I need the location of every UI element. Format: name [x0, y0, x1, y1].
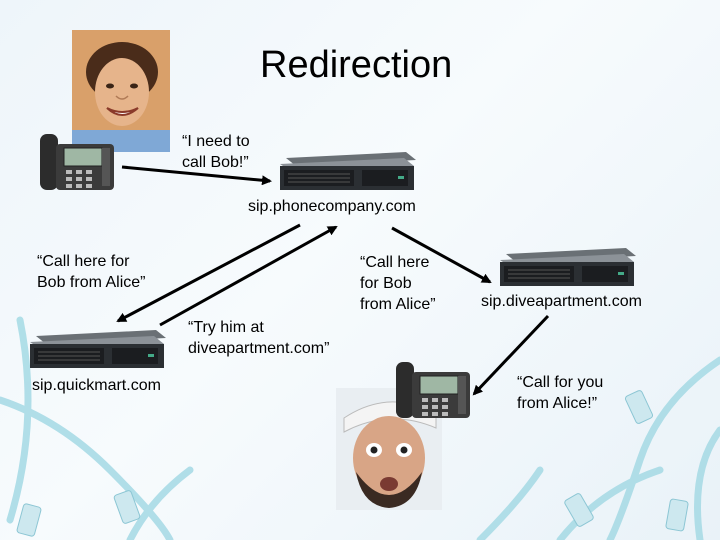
server-icon [500, 248, 636, 286]
quickmart-server [28, 328, 168, 370]
desk-phone-icon [40, 134, 114, 190]
page-title: Redirection [260, 44, 453, 86]
call-here-left-caption: “Call here for Bob from Alice” [37, 253, 146, 291]
diveapartment-server [498, 246, 638, 288]
alice-photo [72, 30, 170, 152]
phonecompany-label: sip.phonecompany.com [248, 198, 416, 215]
try-him-caption: “Try him at diveapartment.com” [188, 319, 330, 357]
call-for-you-caption: “Call for you from Alice!” [517, 374, 604, 412]
phonecompany-server [278, 150, 418, 192]
alice-desk-phone [38, 130, 116, 192]
call-here-right-caption: “Call here for Bob from Alice” [360, 254, 436, 313]
server-icon [30, 330, 166, 368]
server-icon [280, 152, 416, 190]
diveapartment-label: sip.diveapartment.com [481, 293, 642, 310]
person-photo-icon [72, 30, 170, 152]
quickmart-label: sip.quickmart.com [32, 377, 161, 394]
alice-request-caption: “I need to call Bob!” [182, 133, 250, 171]
desk-phone-icon [396, 362, 470, 418]
bob-desk-phone [394, 358, 472, 420]
